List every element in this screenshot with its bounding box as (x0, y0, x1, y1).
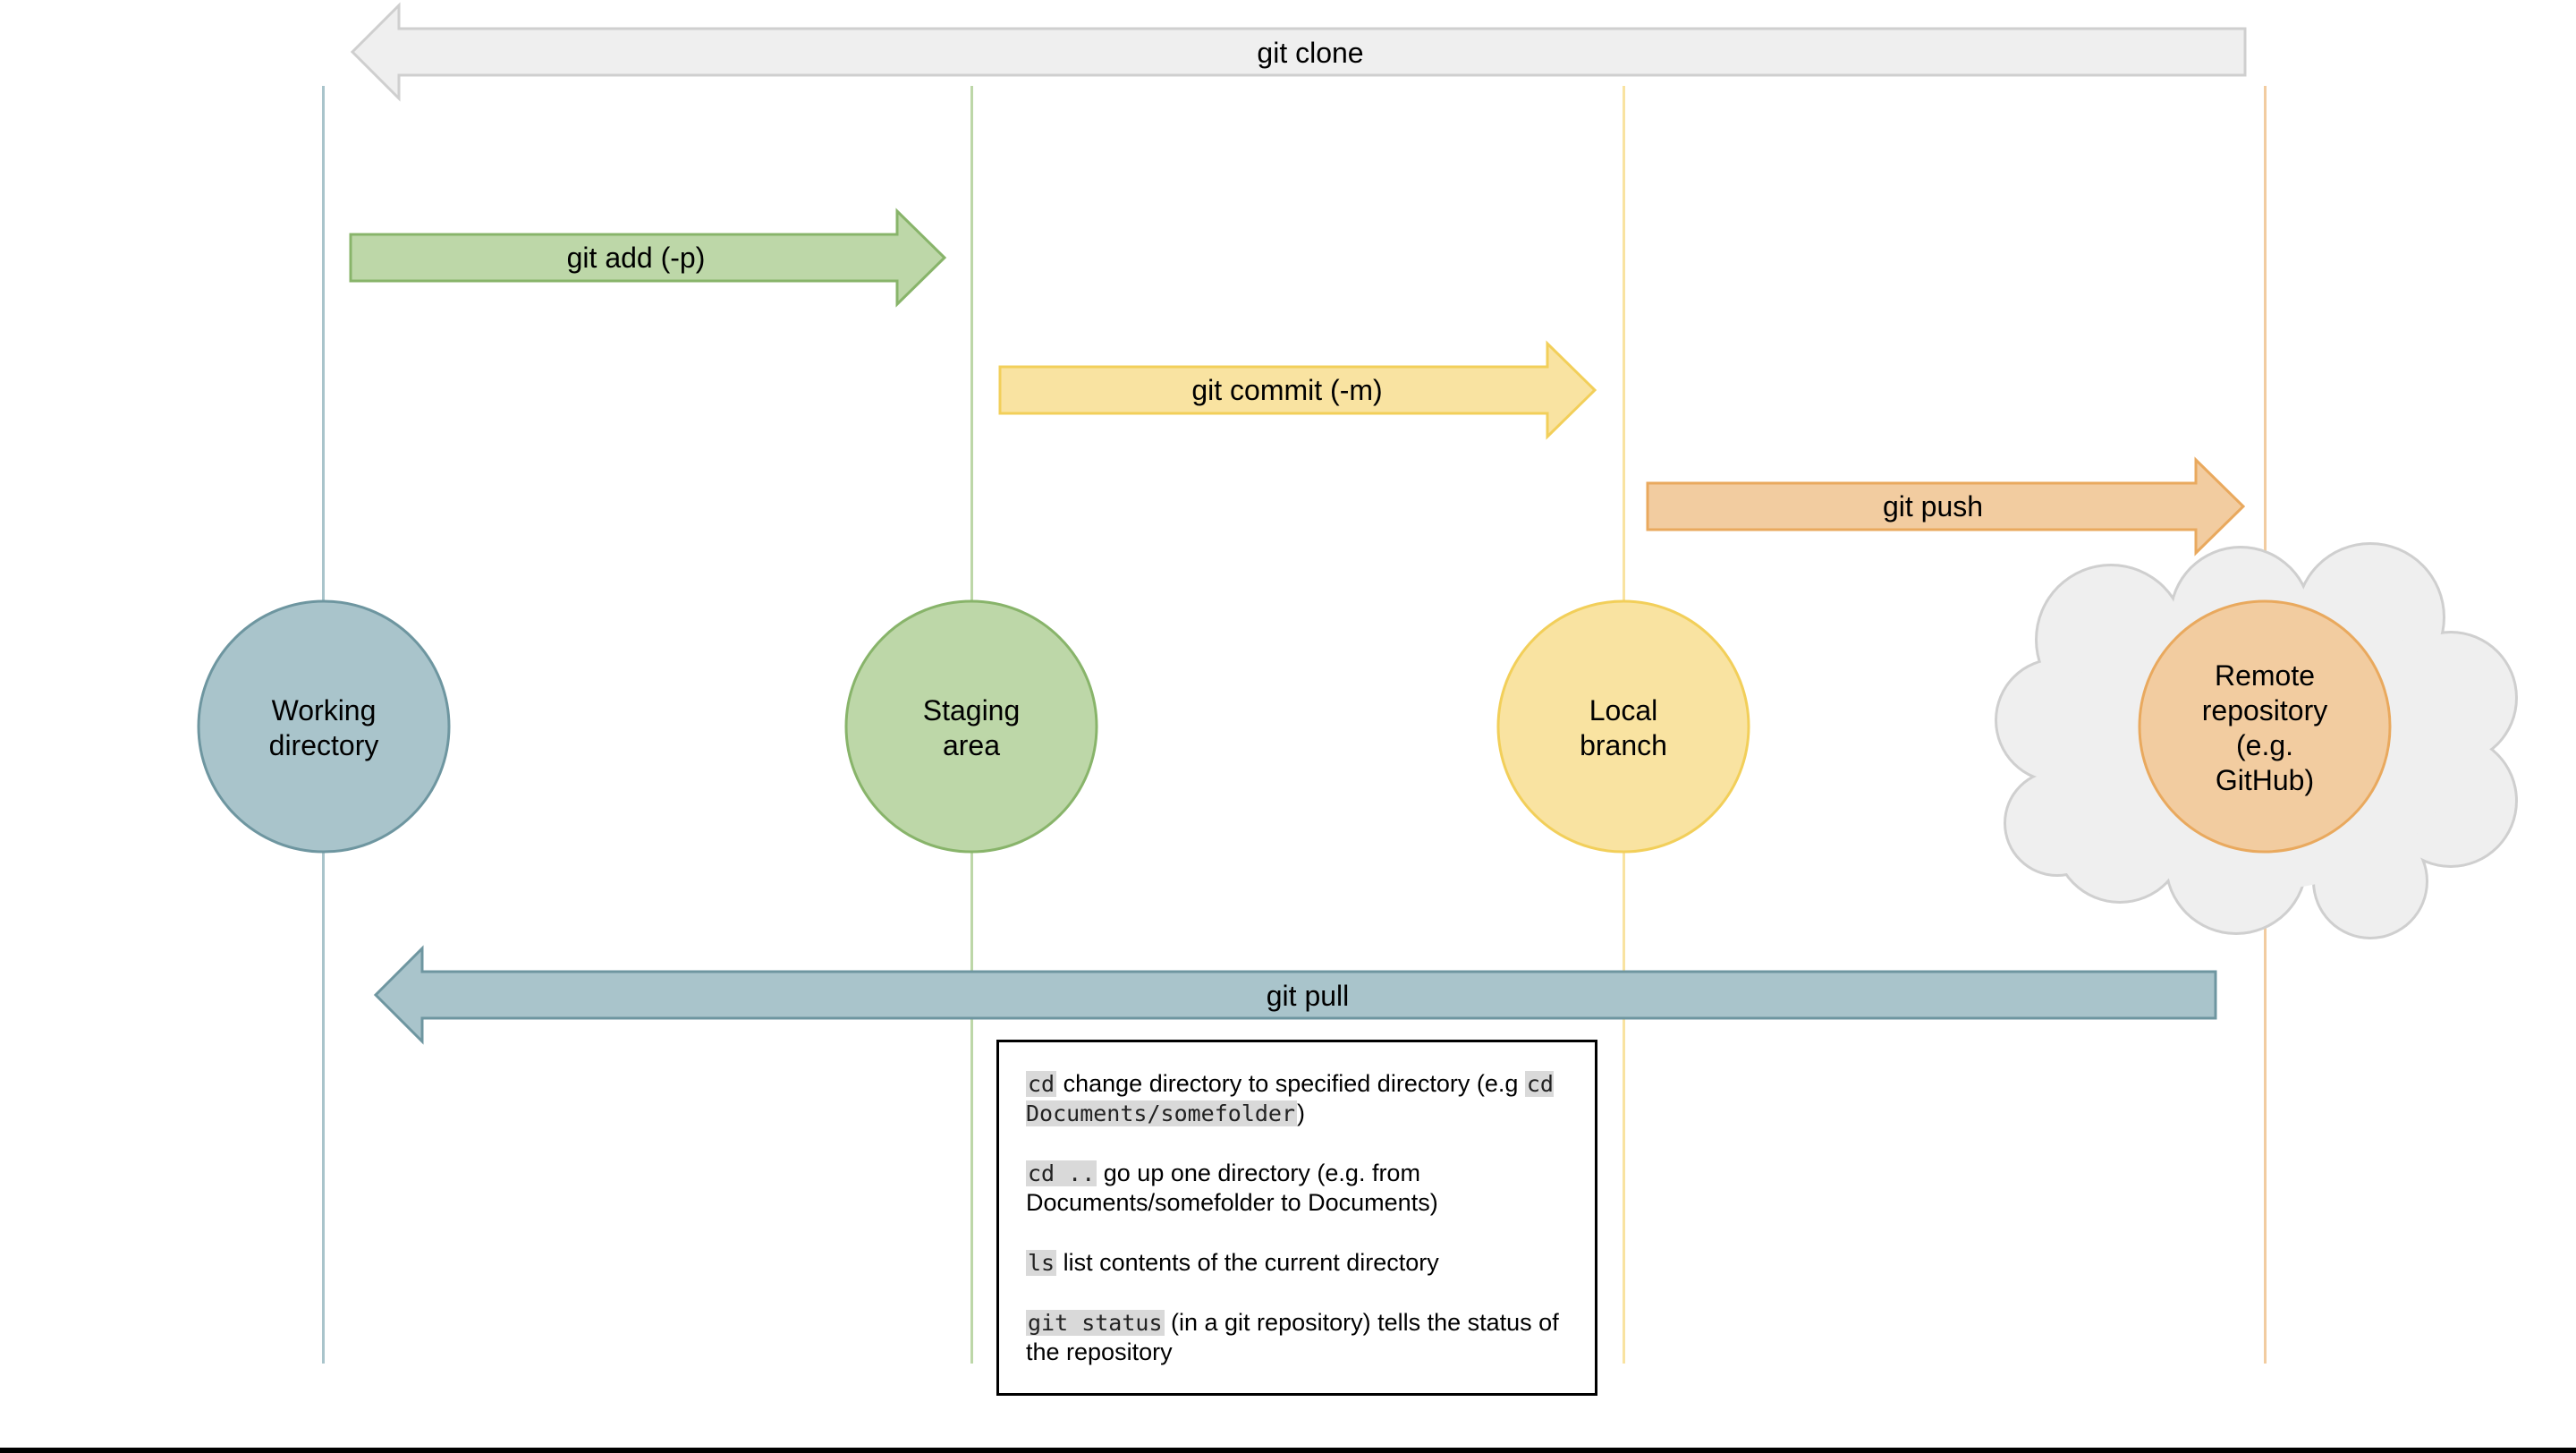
arrow-git-pull: git pull (373, 945, 2217, 1045)
arrow-git-clone: git clone (350, 2, 2247, 102)
node-local-branch: Local branch (1496, 599, 1750, 854)
bottom-rule (0, 1448, 2576, 1453)
arrow-label-git-commit: git commit (-m) (1191, 374, 1382, 406)
node-staging-area: Staging area (844, 599, 1098, 854)
node-label-local-line1: Local (1589, 694, 1658, 726)
command-notes-box: cd change directory to specified directo… (996, 1040, 1597, 1396)
code-cd: cd (1026, 1071, 1057, 1097)
arrow-label-git-push: git push (1883, 490, 1983, 523)
code-cd-up: cd .. (1026, 1160, 1097, 1186)
code-ls: ls (1026, 1250, 1057, 1276)
note-cd-close: ) (1297, 1100, 1306, 1126)
note-cd-up-text: go up one directory (e.g. from Documents… (1026, 1160, 1438, 1216)
node-label-working-line2: directory (269, 729, 379, 761)
code-git-status: git status (1026, 1310, 1165, 1336)
note-cd: cd change directory to specified directo… (1026, 1069, 1570, 1128)
note-cd-up: cd .. go up one directory (e.g. from Doc… (1026, 1159, 1570, 1218)
arrow-label-git-clone: git clone (1257, 37, 1363, 69)
node-label-staging-line1: Staging (923, 694, 1021, 726)
note-ls-text: list contents of the current directory (1056, 1249, 1439, 1276)
arrow-git-commit: git commit (-m) (998, 340, 1597, 440)
node-working-directory: Working directory (197, 599, 451, 854)
arrow-git-push: git push (1646, 456, 2246, 557)
node-label-working-line1: Working (272, 694, 377, 726)
arrow-label-git-add: git add (-p) (567, 242, 706, 274)
note-ls: ls list contents of the current director… (1026, 1248, 1570, 1278)
node-label-remote-line4: GitHub) (2216, 764, 2314, 796)
note-cd-text: change directory to specified directory … (1056, 1070, 1525, 1097)
note-git-status: git status (in a git repository) tells t… (1026, 1308, 1570, 1367)
note-git-status-text: (in a git repository) tells the status o… (1026, 1309, 1559, 1365)
arrow-label-git-pull: git pull (1267, 980, 1350, 1012)
node-label-remote-line1: Remote (2215, 659, 2315, 692)
node-label-local-line2: branch (1580, 729, 1667, 761)
node-label-remote-line3: (e.g. (2236, 729, 2293, 761)
arrow-git-add: git add (-p) (349, 208, 947, 308)
node-label-remote-line2: repository (2202, 694, 2328, 726)
node-remote-repository: Remote repository (e.g. GitHub) (2138, 599, 2392, 854)
node-label-staging-line2: area (943, 729, 1000, 761)
